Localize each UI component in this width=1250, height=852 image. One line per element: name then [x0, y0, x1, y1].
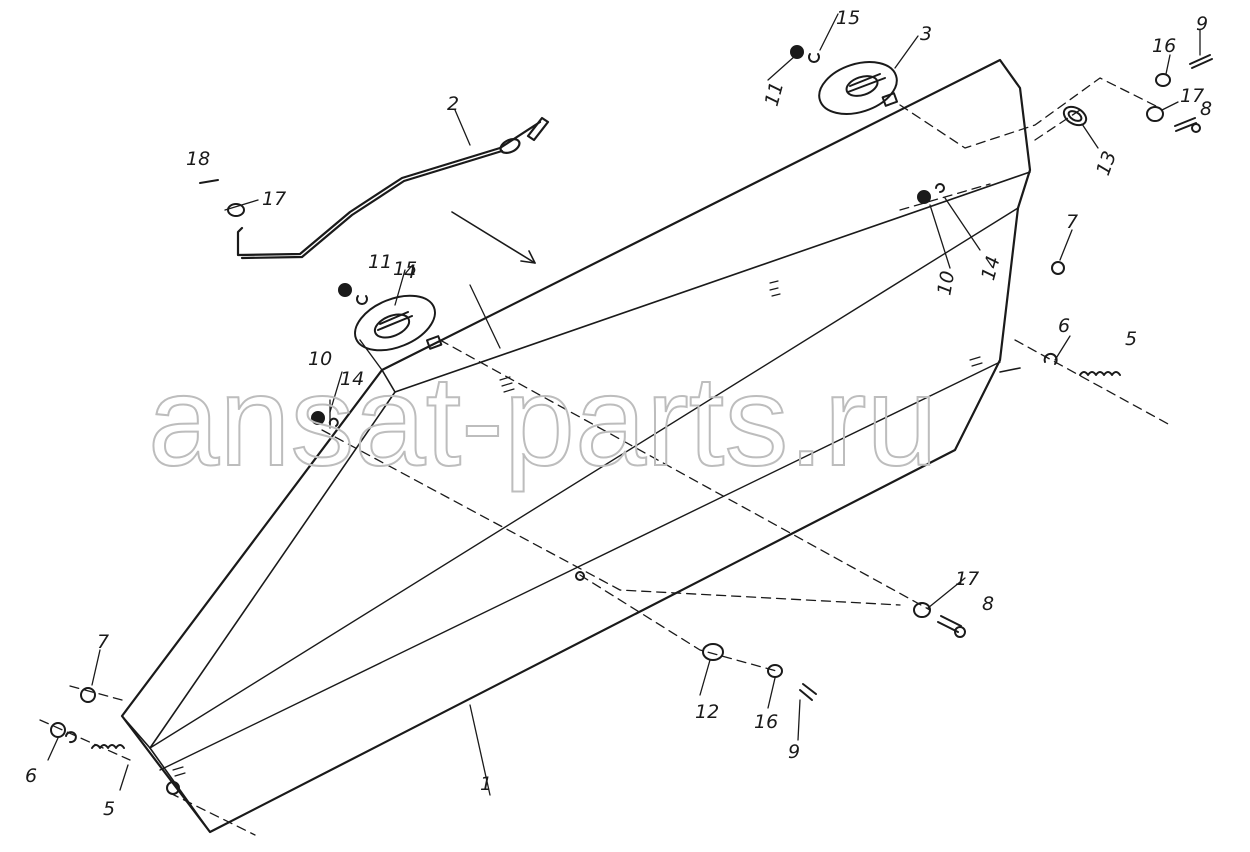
callout-labels: 1 2 3 4 5 5 6 6 7 7 8 8 9 9 10 10 11 11 … [25, 7, 1212, 820]
callout-3: 3 [920, 23, 932, 45]
callout-11-top: 11 [761, 79, 789, 108]
callout-17-topleft: 17 [262, 188, 286, 210]
callout-9-right: 9 [1196, 13, 1208, 35]
panel-marks [172, 280, 983, 777]
watermark-text: ansat-parts.ru [148, 350, 938, 493]
callout-5-left: 5 [103, 798, 115, 820]
callout-15-left: 15 [393, 258, 417, 280]
callout-7-right: 7 [1066, 211, 1078, 233]
callout-11-left: 11 [368, 251, 392, 273]
leader-lines [47, 13, 1201, 796]
callout-10-left: 10 [308, 348, 332, 370]
callout-13: 13 [1092, 148, 1121, 178]
callout-12: 12 [695, 701, 719, 723]
callout-17-right: 17 [1180, 85, 1204, 107]
callout-10-right: 10 [933, 269, 959, 297]
direction-arrows [451, 211, 1021, 373]
callout-6-right: 6 [1058, 315, 1070, 337]
hinge-plate-3 [818, 61, 899, 115]
callout-15-top: 15 [836, 7, 860, 29]
callout-5-right: 5 [1125, 328, 1137, 350]
callout-14-right: 14 [977, 254, 1005, 283]
callout-8-right: 8 [1200, 98, 1212, 120]
callout-8-bottom: 8 [982, 593, 994, 615]
callout-6-left: 6 [25, 765, 37, 787]
callout-4: 4 [404, 261, 416, 283]
callout-9-bottom: 9 [788, 741, 800, 763]
control-rod-2 [236, 116, 550, 260]
callout-16-bottom: 16 [754, 711, 778, 733]
hinge-plate-4 [354, 294, 443, 352]
callout-7-left: 7 [97, 631, 109, 653]
callout-18: 18 [186, 148, 210, 170]
callout-2: 2 [447, 93, 459, 115]
callout-17-bottom: 17 [955, 568, 979, 590]
callout-1: 1 [480, 773, 492, 795]
door-panel [120, 58, 1032, 834]
callout-16-right: 16 [1152, 35, 1176, 57]
assembly-axis-lines [39, 77, 1171, 836]
callout-14-left: 14 [340, 368, 364, 390]
